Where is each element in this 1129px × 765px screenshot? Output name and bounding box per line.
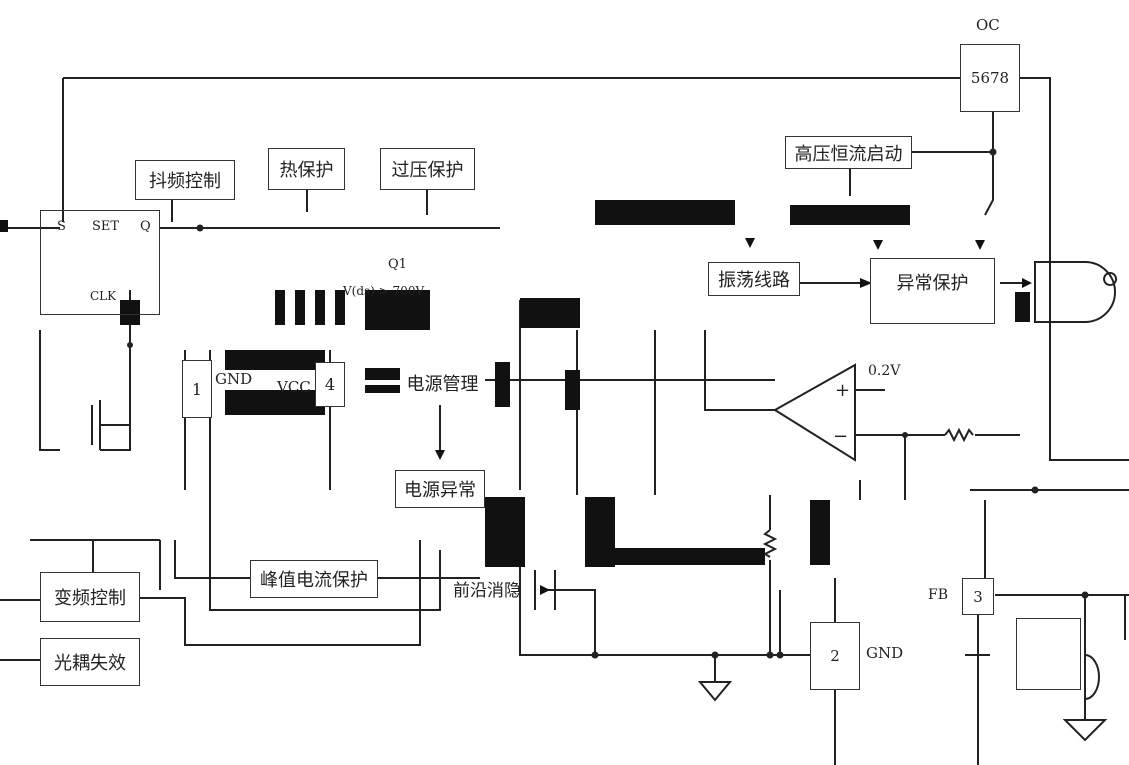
jitter-control-block: 抖频控制 (135, 160, 235, 200)
gnd-pin-label: GND (866, 644, 904, 662)
jitter-control-label: 抖频控制 (149, 171, 221, 192)
hv-start-block: 高压恒流启动 (785, 136, 912, 169)
freq-control-block: 变频控制 (40, 572, 140, 622)
latch-clk-label: CLK (90, 289, 117, 303)
gnd-left-pin-box: 1 (182, 360, 212, 418)
ref-voltage-label: 0.2V (868, 363, 901, 379)
gnd-left-pin-number: 1 (191, 379, 203, 399)
peak-current-block: 峰值电流保护 (250, 560, 378, 598)
vcc-pin-number: 4 (324, 375, 336, 394)
power-management-label: 电源管理 (406, 374, 479, 395)
optocoupler-box (1016, 618, 1081, 690)
peak-current-label: 峰值电流保护 (260, 570, 368, 591)
vcc-label: VCC (277, 378, 311, 396)
gnd-pin-box: 2 (810, 622, 860, 690)
latch-block (40, 210, 160, 315)
q1-label: Q1 (388, 257, 407, 272)
latch-s-label: S (57, 219, 66, 234)
abnormal-protection-block: 异常保护 (870, 258, 995, 324)
comparator-plus: + (835, 380, 851, 401)
oscillator-label: 振荡线路 (718, 270, 790, 291)
q1-vds-label: V(ds) > 700V (343, 284, 425, 298)
oc-pin-number: 5678 (970, 69, 1010, 87)
fb-pin-label: FB (928, 587, 949, 603)
power-abnormal-label: 电源异常 (404, 480, 476, 501)
opto-fail-block: 光耦失效 (40, 638, 140, 686)
oscillator-block: 振荡线路 (708, 262, 800, 296)
gnd-left-label: GND (215, 370, 253, 388)
fb-pin-box: 3 (962, 578, 994, 615)
power-abnormal-block: 电源异常 (395, 470, 485, 508)
opto-fail-label: 光耦失效 (54, 653, 126, 674)
oc-pin-box: 5678 (960, 44, 1020, 112)
latch-set-label: SET (92, 219, 120, 234)
power-management-block: 电源管理 (400, 362, 485, 404)
fb-pin-number: 3 (973, 587, 983, 606)
hv-start-label: 高压恒流启动 (794, 143, 903, 165)
vcc-pin-box: 4 (315, 362, 345, 407)
ovp-label: 过压保护 (391, 160, 464, 181)
comparator-minus: − (833, 426, 849, 447)
ovp-block: 过压保护 (380, 148, 475, 190)
thermal-protection-block: 热保护 (268, 148, 345, 190)
freq-control-label: 变频控制 (54, 588, 126, 609)
latch-q-label: Q (140, 219, 151, 234)
leb-label: 前沿消隐 (453, 581, 521, 601)
abnormal-protection-label: 异常保护 (896, 273, 969, 294)
thermal-protection-label: 热保护 (279, 160, 334, 181)
gnd-pin-number: 2 (830, 647, 840, 665)
oc-pin-label: OC (976, 16, 1000, 34)
